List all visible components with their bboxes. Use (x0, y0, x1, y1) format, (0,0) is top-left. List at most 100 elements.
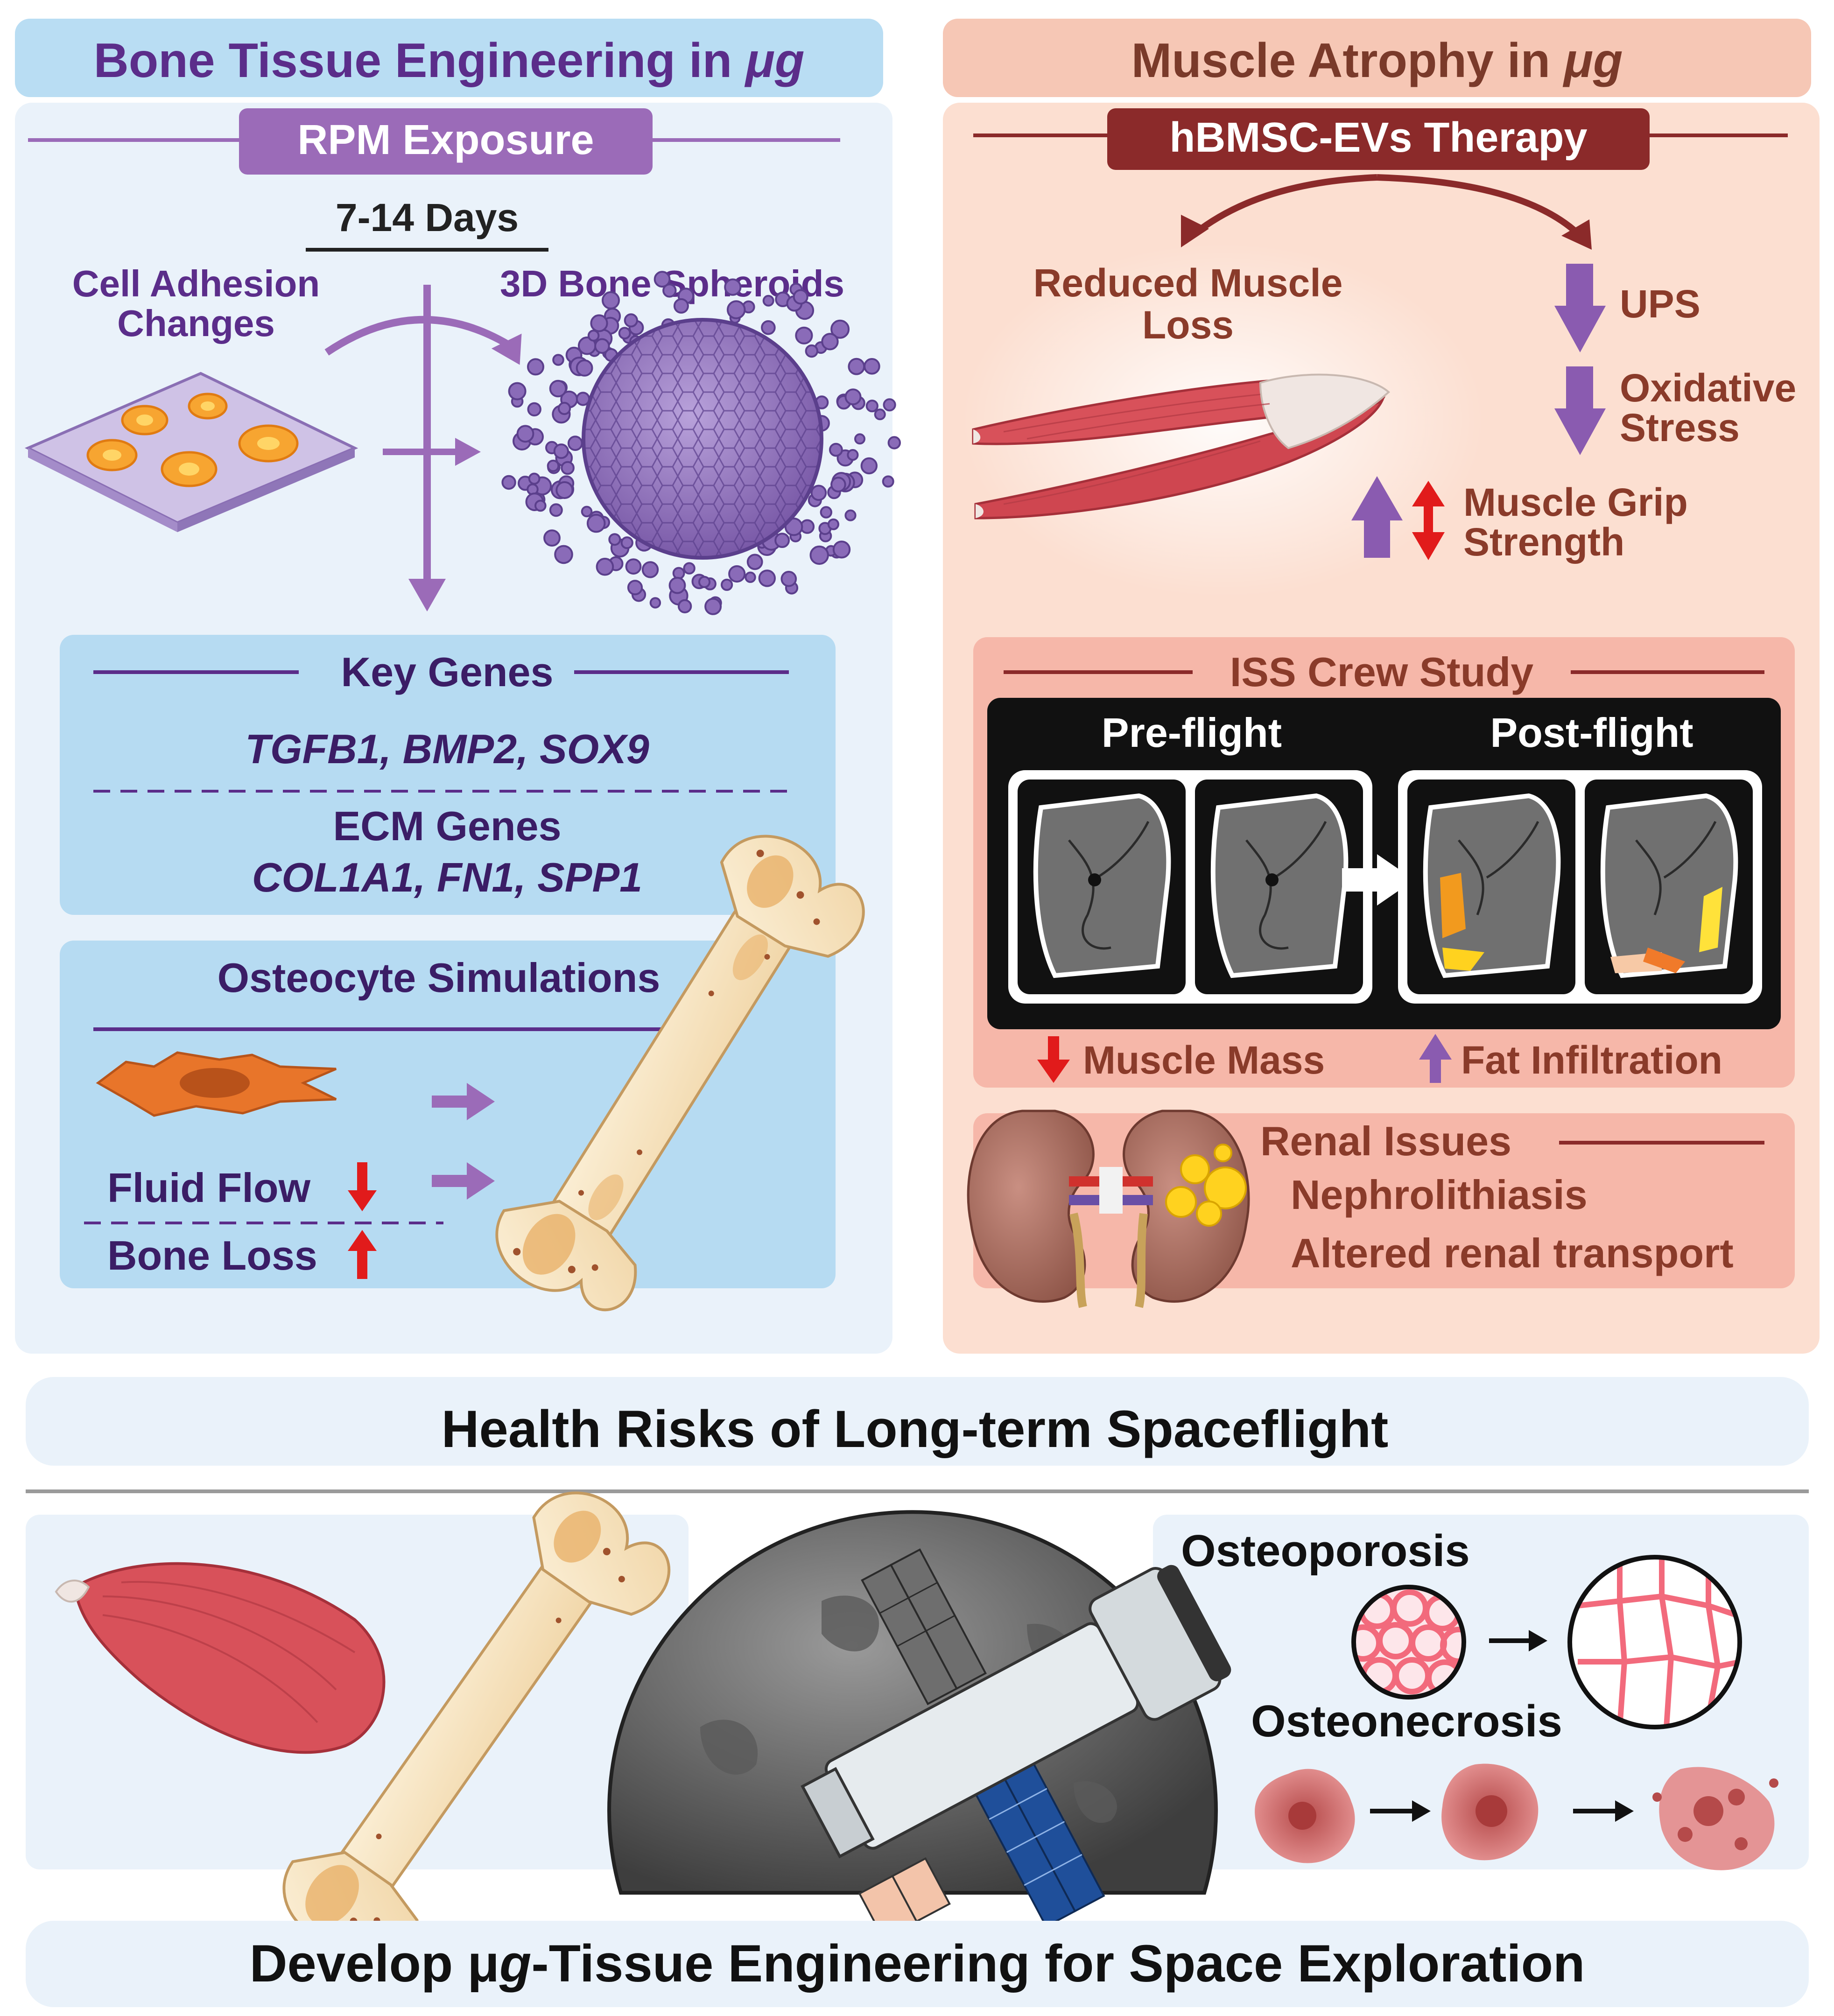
health-risks-title: Health Risks of Long-term Spaceflight (442, 1400, 1389, 1458)
spheroid-satellite-cell (625, 558, 642, 575)
muscle-illustration-bottom (55, 1562, 386, 1754)
bone-spheroid-illustration (501, 271, 901, 615)
ups-label: UPS (1620, 282, 1700, 326)
muscle-mass-down-arrow (1037, 1036, 1070, 1083)
spheroid-satellite-cell (561, 461, 575, 475)
spheroid-satellite-cell (673, 298, 689, 314)
spheroid-satellite-cell (809, 545, 829, 565)
spheroid-satellite-cell (547, 459, 560, 472)
spheroid-satellite-cell (567, 436, 583, 451)
osteonecrosis-arrow-1-head (1412, 1800, 1431, 1822)
spheroid-satellite-cell (649, 597, 661, 609)
cell-adhesion-label-line1: Cell Adhesion (72, 263, 320, 304)
spheroid-satellite-cell (882, 475, 894, 488)
spheroid-satellite-cell (761, 320, 776, 335)
osteocyte-arrow-2-head (467, 1162, 495, 1200)
oxidative-label-line2: Stress (1620, 406, 1740, 450)
spheroid-satellite-cell (865, 400, 878, 413)
spheroid-satellite-cell (827, 518, 840, 530)
culture-plate-illustration (24, 372, 358, 532)
spheroid-satellite-cell (721, 578, 733, 591)
osteoporosis-healthy-bone (1351, 1585, 1466, 1700)
spheroid-satellite-cell (620, 536, 633, 549)
bone-loss-label: Bone Loss (107, 1232, 317, 1278)
grip-updown-arrow (1412, 481, 1445, 560)
ecm-genes-title: ECM Genes (333, 803, 561, 849)
spheroid-satellite-cell (596, 557, 614, 576)
spheroid-satellite-cell (774, 533, 790, 548)
rpm-exposure-label: RPM Exposure (297, 117, 594, 163)
spheroid-satellite-cell (528, 472, 541, 485)
therapy-arrow-left (1193, 174, 1377, 236)
therapy-label: hBMSC-EVs Therapy (1169, 114, 1587, 161)
osteonecrosis-stage-3 (1652, 1767, 1778, 1870)
osteoporosis-label: Osteoporosis (1181, 1526, 1470, 1576)
muscle-illustration-right (972, 373, 1391, 520)
postflight-label: Post-flight (1490, 709, 1693, 756)
osteoporosis-porous-bone (1567, 1555, 1742, 1729)
spheroid-satellite-cell (728, 565, 746, 583)
spheroid-satellite-cell (534, 499, 547, 512)
mri-comparison-arrow (1342, 854, 1414, 906)
footer-title: Develop μg-Tissue Engineering for Space … (250, 1934, 1585, 1993)
left-panel-header (15, 19, 883, 97)
osteocyte-arrow-1-head (467, 1083, 495, 1120)
spheroid-satellite-cell (793, 289, 808, 305)
spheroid-satellite-cell (594, 338, 610, 354)
bone-loss-up-arrow (348, 1230, 377, 1279)
spheroid-satellite-cell (810, 485, 827, 501)
spheroid-satellite-cell (516, 425, 534, 443)
spheroid-satellite-cell (821, 333, 839, 351)
reduced-loss-label-line1: Reduced Muscle (1033, 261, 1343, 305)
spheroid-satellite-cell (820, 506, 833, 519)
reduced-loss-label-line2: Loss (1142, 303, 1234, 347)
spheroid-satellite-cell (762, 295, 774, 307)
mri-postflight-frame (1398, 770, 1762, 1004)
fluid-flow-label: Fluid Flow (107, 1165, 311, 1211)
spheroid-satellite-cell (860, 457, 878, 475)
iss-study-title: ISS Crew Study (1230, 649, 1533, 695)
right-panel-title: Muscle Atrophy in μg (1131, 34, 1623, 88)
genes-box (60, 635, 836, 915)
preflight-label: Pre-flight (1102, 709, 1282, 756)
spheroid-satellite-cell (587, 330, 600, 342)
spheroid-satellite-cell (508, 382, 527, 400)
spheroid-satellite-cell (543, 529, 561, 547)
therapy-banner (1107, 108, 1650, 170)
spheroid-satellite-cell (662, 283, 677, 298)
spheroid-satellite-cell (844, 388, 862, 406)
spheroid-satellite-cell (847, 449, 859, 461)
kidney-illustration (967, 1110, 1250, 1308)
spheroid-satellite-cell (832, 541, 851, 559)
osteonecrosis-stage-2 (1441, 1763, 1539, 1861)
spheroid-satellite-cell (549, 503, 563, 517)
muscle-mass-label: Muscle Mass (1083, 1038, 1325, 1082)
spheroid-satellite-cell (758, 569, 776, 587)
therapy-arrow-right-head (1561, 219, 1592, 250)
fat-infiltration-label: Fat Infiltration (1461, 1038, 1722, 1082)
osteonecrosis-stage-1 (1255, 1769, 1355, 1863)
fluid-flow-down-arrow (348, 1162, 377, 1211)
spheroid-satellite-cell (581, 506, 593, 518)
therapy-arrow-right (1377, 174, 1580, 236)
horizontal-flow-arrow-head (455, 438, 481, 466)
spheroid-satellite-cell (527, 402, 541, 417)
renal-item-transport: Altered renal transport (1291, 1230, 1734, 1276)
spheroid-satellite-cell (704, 597, 722, 615)
spheroid-satellite-cell (641, 561, 659, 578)
spheroid-satellite-cell (668, 576, 686, 594)
spheroid-satellite-cell (887, 436, 901, 450)
cell-adhesion-label-line2: Changes (117, 302, 275, 344)
therapy-arrow-left-head (1181, 215, 1209, 247)
key-genes-list: TGFB1, BMP2, SOX9 (245, 726, 649, 772)
spheroid-satellite-cell (677, 599, 692, 614)
health-risks-band (26, 1377, 1809, 1466)
spheroid-satellite-cell (844, 509, 857, 521)
spheroid-satellite-cell (848, 358, 865, 375)
curved-arrow-head (491, 333, 522, 365)
spheroid-satellite-cell (724, 278, 742, 296)
spheroid-satellite-cell (698, 576, 711, 588)
spheroid-satellite-cell (864, 358, 880, 375)
spheroid-satellite-cell (854, 433, 865, 445)
spheroid-satellite-cell (627, 580, 643, 596)
